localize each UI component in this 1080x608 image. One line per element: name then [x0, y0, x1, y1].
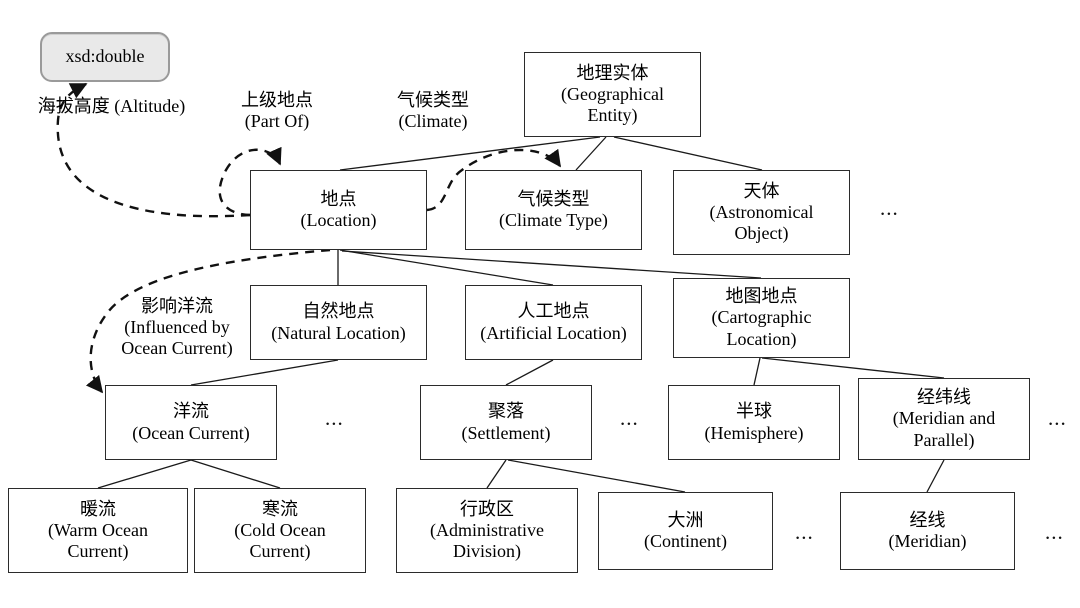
node-label-en: (Cartographic: [711, 307, 812, 328]
node-label-en-2: Current): [67, 541, 129, 562]
edge-settlement-to-admin: [486, 459, 507, 489]
node-label-cn: 行政区: [460, 498, 514, 519]
ellipsis-row4-right: ...: [1048, 406, 1067, 430]
edge-ocean-to-warm: [97, 459, 192, 489]
ellipsis-ocean: ...: [325, 406, 344, 430]
node-label-cn: 大洲: [667, 509, 704, 530]
edge-label-climate: 气候类型(Climate): [378, 90, 488, 132]
node-hemisphere[interactable]: 半球(Hemisphere): [668, 385, 840, 460]
node-meridian[interactable]: 经线(Meridian): [840, 492, 1015, 570]
node-label-en: (Astronomical: [709, 201, 814, 222]
node-label-cn: 地理实体: [576, 62, 649, 83]
node-label-en-2: Object): [734, 223, 789, 244]
node-label-en: (Hemisphere): [704, 422, 804, 443]
node-label-cn: 半球: [736, 401, 772, 422]
node-location[interactable]: 地点(Location): [250, 170, 427, 250]
node-label-en: (Meridian and: [892, 408, 996, 429]
node-label-en: (Artificial Location): [480, 322, 627, 343]
ellipsis-settlement: ...: [620, 406, 639, 430]
edge-ge-to-location: [339, 136, 601, 171]
node-label-en-2: Division): [452, 541, 521, 562]
edge-label-part-of: 上级地点(Part Of): [222, 90, 332, 132]
node-label-cn: 经纬线: [917, 387, 971, 408]
node-label-cn: 自然地点: [302, 301, 375, 322]
node-label-cn: 洋流: [173, 401, 209, 422]
node-artificial-location[interactable]: 人工地点(Artificial Location): [465, 285, 642, 360]
node-label-cn: 地图地点: [725, 286, 798, 307]
node-label-cn: 天体: [743, 180, 780, 201]
node-label-en: (Continent): [644, 531, 727, 551]
edge-cartographic-to-hemisphere: [753, 357, 761, 386]
node-label-cn: 暖流: [80, 498, 116, 519]
node-label-en: (Geographical: [561, 83, 664, 104]
edge-label-line-0: 气候类型: [397, 90, 469, 110]
edge-location-to-cartographic: [341, 250, 762, 279]
node-ocean-current[interactable]: 洋流(Ocean Current): [105, 385, 277, 460]
edge-label-line-1: (Influenced by: [124, 317, 230, 338]
node-label-cn: 气候类型: [517, 188, 590, 209]
node-label-cn: 人工地点: [517, 301, 590, 322]
node-label-en: (Cold Ocean: [234, 519, 326, 540]
edge-label-line-0: 影响洋流: [141, 296, 213, 316]
node-label-en-2: Parallel): [913, 429, 975, 450]
edge-meridian-parallel-to-meridian: [926, 459, 945, 493]
node-label-en-2: Current): [249, 541, 311, 562]
node-label-en-2: Location): [726, 328, 797, 349]
ellipsis-bottom-right: ...: [1045, 520, 1064, 544]
edge-natural-to-ocean-current: [190, 359, 339, 386]
node-natural-location[interactable]: 自然地点(Natural Location): [250, 285, 427, 360]
node-label-en: xsd:double: [65, 46, 145, 67]
node-label-en: (Settlement): [461, 422, 551, 443]
node-label-cn: 寒流: [262, 498, 298, 519]
edge-artificial-to-settlement: [505, 359, 554, 386]
edge-ocean-to-cold: [190, 459, 281, 489]
edge-label-line-0: 海拔高度 (Altitude): [37, 96, 186, 116]
node-label-en: (Location): [300, 210, 377, 230]
node-label-cn: 经线: [909, 509, 946, 530]
edge-location-to-artificial: [339, 249, 554, 286]
node-xsd-double[interactable]: xsd:double: [40, 32, 170, 82]
edge-label-altitude: 海拔高度 (Altitude): [4, 96, 219, 117]
node-label-en: (Administrative: [430, 519, 544, 540]
node-label-en: (Warm Ocean: [48, 519, 148, 540]
edge-ge-to-astronomical: [613, 136, 763, 171]
edge-ge-to-climate-type: [575, 136, 607, 171]
node-label-en-2: Entity): [587, 105, 638, 126]
node-label-en: (Climate Type): [499, 210, 608, 230]
node-label-en: (Natural Location): [271, 322, 406, 343]
edge-cartographic-to-meridian-parallel: [761, 357, 945, 379]
node-label-cn: 地点: [320, 188, 357, 209]
node-label-en: (Meridian): [888, 531, 967, 551]
node-continent[interactable]: 大洲(Continent): [598, 492, 773, 570]
node-label-en: (Ocean Current): [132, 422, 250, 443]
edge-label-line-1: (Climate): [398, 111, 468, 132]
ellipsis-row2-right: ...: [880, 196, 899, 220]
edge-label-line-1: (Part Of): [244, 111, 310, 132]
edge-label-line-2: Ocean Current): [121, 338, 233, 359]
node-settlement[interactable]: 聚落(Settlement): [420, 385, 592, 460]
ellipsis-continent: ...: [795, 520, 814, 544]
node-climate-type[interactable]: 气候类型(Climate Type): [465, 170, 642, 250]
node-label-cn: 聚落: [488, 401, 524, 422]
edge-label-line-0: 上级地点: [241, 90, 313, 110]
